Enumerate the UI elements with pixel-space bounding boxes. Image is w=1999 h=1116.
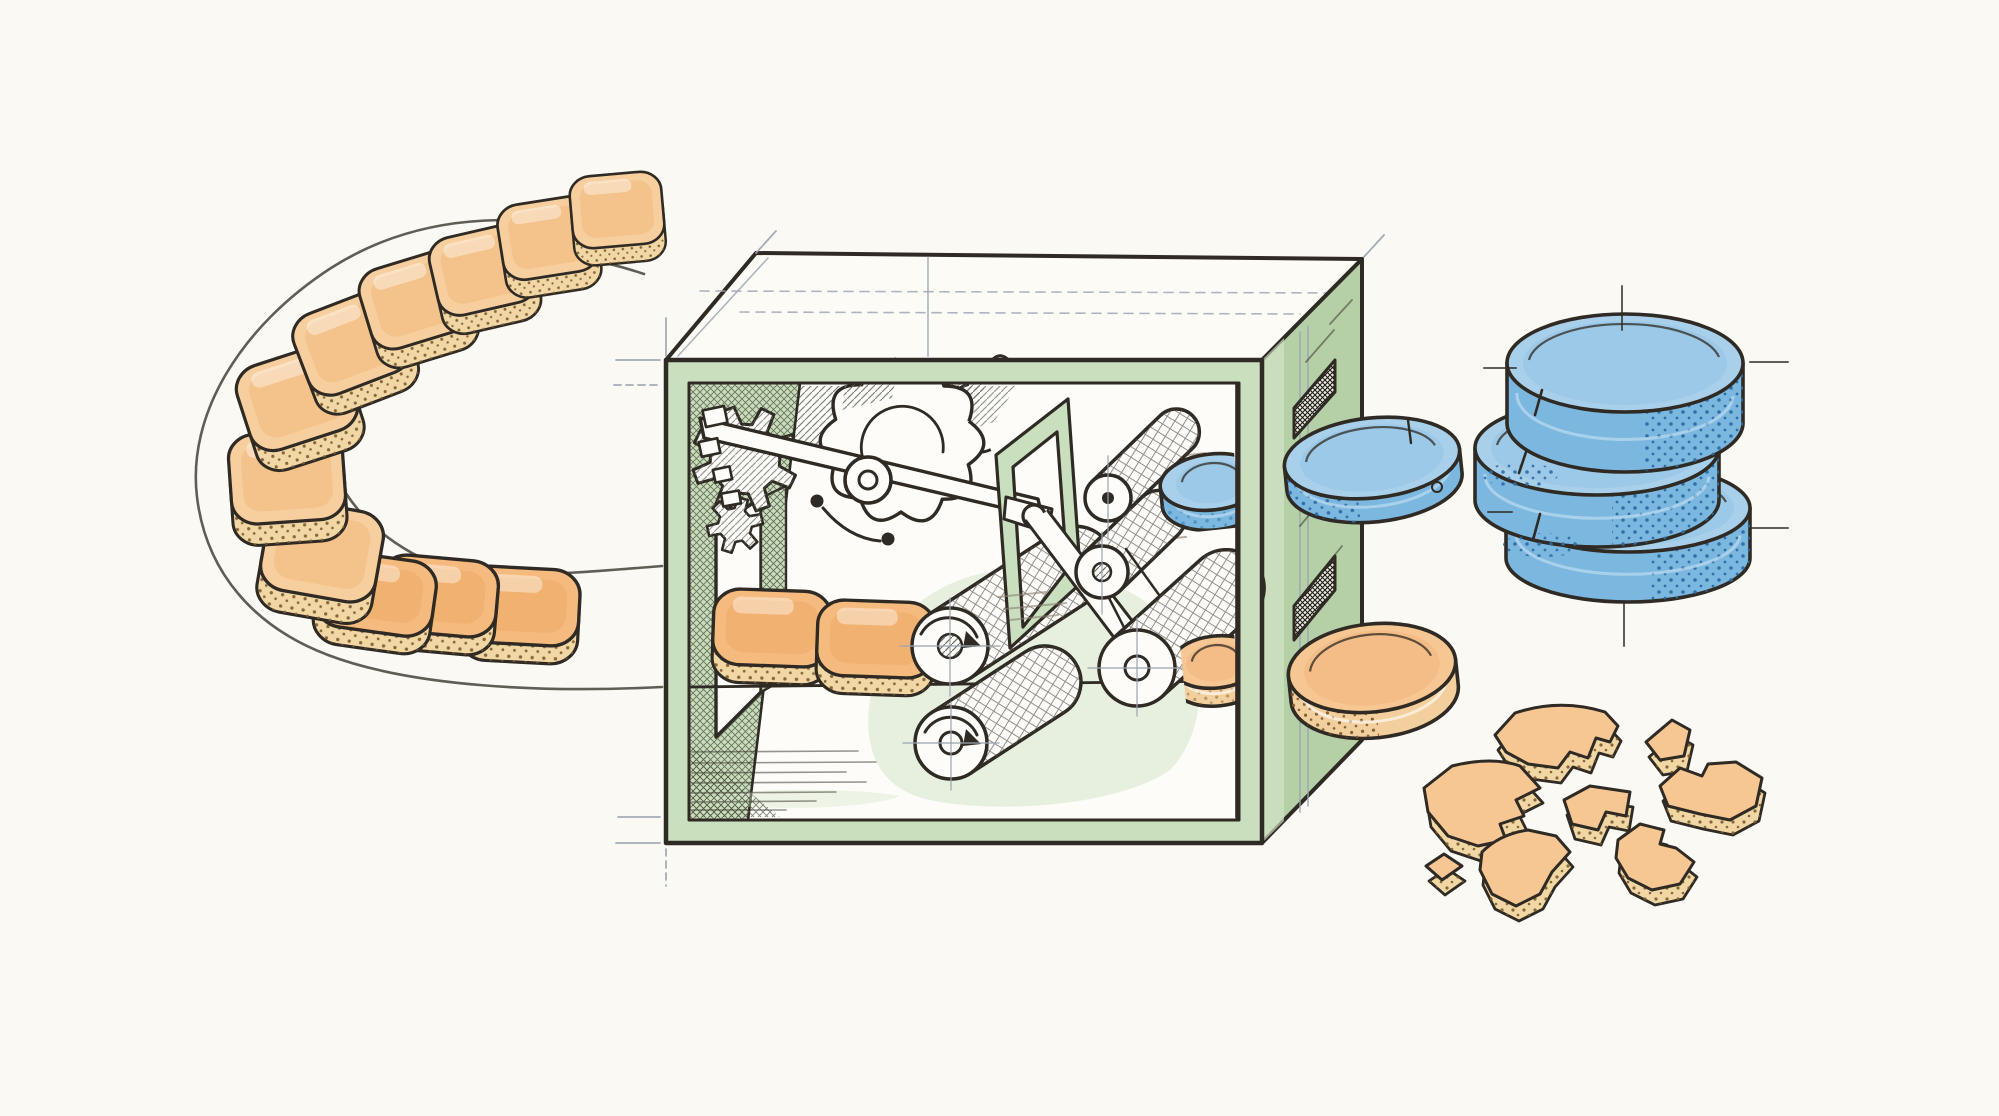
stack-rim-stroke (1517, 450, 1528, 475)
crumb-piece (1493, 703, 1623, 785)
blue-disc-output (1282, 415, 1464, 525)
crumb-piece (1422, 759, 1545, 863)
crumb-piece (1562, 784, 1635, 847)
motion-dot (810, 494, 824, 508)
crumb-piece (1424, 852, 1467, 897)
crumb-piece (1658, 760, 1767, 837)
lower-slot-outline (1292, 554, 1337, 642)
upper-slot-outline (1292, 358, 1337, 440)
output-discs (1282, 415, 1464, 741)
machine-right-wall (1260, 257, 1364, 845)
front-frame-outer-outline (663, 357, 1265, 846)
disc-tick (1406, 418, 1413, 445)
wall-hatch-stroke (1305, 329, 1335, 363)
large-gear-bore (859, 404, 945, 464)
stack-rim-stroke (1531, 512, 1542, 542)
crank-clevis-block (719, 489, 743, 508)
bread-slice-inside (814, 598, 937, 698)
feed-roller-upper (1083, 407, 1201, 523)
wall-hatch-stroke (1329, 299, 1353, 325)
top-pencil-diagonal (677, 257, 769, 357)
corner-extension-back-left (755, 230, 777, 254)
orange-disc-output (1286, 621, 1461, 741)
front-frame-inner-outline (687, 381, 1241, 822)
speed-stroke (997, 591, 1047, 598)
stack-dot-crescent (1482, 463, 1558, 487)
stack-dot-crescent (1503, 533, 1583, 557)
track-outer-edge (194, 218, 664, 691)
machine-interior (688, 354, 1266, 822)
roller-link (1124, 547, 1164, 601)
speed-stroke (1009, 614, 1059, 621)
top-pencil-dash-2 (739, 311, 1301, 315)
stack-rim-stroke (1533, 388, 1544, 417)
orange-disc-forming (1177, 633, 1242, 708)
crumb-piece (1478, 828, 1575, 923)
corner-extension-back-right (1361, 234, 1385, 260)
rotation-arrowhead (963, 631, 981, 648)
bread-slice-inside (710, 587, 833, 687)
motion-arc (821, 506, 882, 543)
motion-dot (881, 532, 895, 546)
bread-slice (255, 498, 386, 626)
tiny-gear (705, 495, 765, 555)
stacked-disc-top (1505, 312, 1745, 474)
machine-front-frame (613, 317, 1265, 887)
floor-hatch (691, 750, 859, 753)
bread-slice (568, 170, 668, 267)
floor-corner-crosshatch (692, 746, 780, 817)
crank-hub-bore (857, 469, 879, 491)
crank-clevis-block (697, 436, 722, 459)
right-wall-light-strip (1262, 338, 1284, 843)
top-pencil-dash-1 (699, 290, 1349, 294)
upper-slot-hatch (1294, 360, 1335, 438)
rotation-arrowhead (963, 729, 981, 746)
crank-clevis-block (711, 465, 734, 484)
crumb-piece (1644, 718, 1695, 777)
bread-slice (496, 194, 603, 299)
crank-clevis-block (701, 404, 729, 429)
conveyor-slices (226, 170, 668, 666)
floor-hatch (691, 761, 877, 764)
disc-stack (1473, 285, 1789, 647)
lower-slot-hatch (1294, 556, 1335, 640)
box-top-face (664, 251, 1364, 362)
speed-stroke (1003, 602, 1067, 610)
crumbs (1422, 703, 1767, 923)
rotation-arrow (923, 715, 979, 737)
crumb-piece (1614, 822, 1699, 907)
disc-squiggle (1431, 481, 1443, 493)
